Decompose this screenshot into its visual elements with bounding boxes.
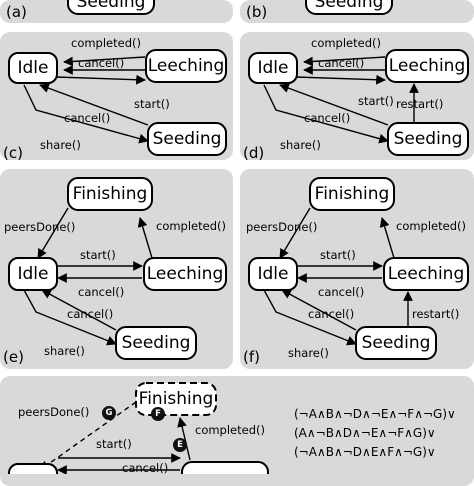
svg-text:restart(): restart()	[412, 307, 459, 321]
panel-label-f: (f)	[243, 348, 260, 366]
svg-text:Leeching: Leeching	[389, 56, 466, 76]
edge-share	[23, 84, 149, 144]
svg-text:F: F	[155, 409, 161, 419]
svg-text:cancel(): cancel()	[122, 461, 168, 474]
svg-text:peersDone(): peersDone()	[246, 220, 317, 234]
svg-text:Finishing: Finishing	[73, 184, 148, 204]
svg-text:share(): share()	[40, 138, 81, 152]
formula-line-3: (¬A∧B∧¬D∧E∧F∧¬G)∨	[294, 445, 436, 459]
svg-text:share(): share()	[280, 138, 321, 152]
svg-text:cancel(): cancel()	[78, 56, 124, 70]
formula-line-1: (¬A∧B∧¬D∧¬E∧¬F∧¬G)∨	[294, 407, 456, 421]
svg-text:cancel(): cancel()	[67, 307, 113, 321]
svg-text:Seeding: Seeding	[315, 0, 384, 12]
svg-text:restart(): restart()	[396, 97, 443, 111]
svg-text:peersDone(): peersDone()	[4, 220, 75, 234]
svg-text:completed(): completed()	[396, 219, 466, 233]
badge-g-icon: G	[102, 406, 116, 420]
svg-text:share(): share()	[44, 344, 85, 358]
state-seeding-a: Seeding	[67, 0, 155, 15]
badge-f-icon: F	[151, 407, 165, 421]
svg-text:Finishing: Finishing	[315, 184, 390, 204]
svg-text:Finishing: Finishing	[139, 389, 214, 409]
diagram-d: completed() cancel() start() restart() c…	[243, 36, 469, 162]
panel-label-b: (b)	[246, 3, 267, 21]
diagram-f: peersDone() completed() start() cancel()…	[243, 177, 469, 366]
svg-text:Idle: Idle	[258, 58, 289, 78]
edge-completed	[63, 56, 146, 67]
svg-text:Leeching: Leeching	[388, 264, 465, 284]
panel-label-e: (e)	[3, 348, 24, 366]
state-diagrams: Seeding (a) Seeding (b) completed() canc…	[3, 0, 469, 474]
svg-text:completed(): completed()	[156, 219, 226, 233]
svg-text:G: G	[106, 408, 113, 418]
edge-cancel-seeding	[39, 83, 149, 126]
panel-label-d: (d)	[243, 144, 264, 162]
state-idle-c: Idle	[8, 52, 58, 84]
formula-line-2: (A∧¬B∧D∧¬E∧¬F∧G)∨	[294, 426, 436, 440]
svg-text:completed(): completed()	[195, 423, 265, 437]
svg-text:start(): start()	[80, 248, 116, 262]
svg-text:Leeching: Leeching	[147, 264, 224, 284]
svg-text:cancel(): cancel()	[64, 111, 110, 125]
svg-text:Seeding: Seeding	[77, 0, 146, 12]
state-seeding-c: Seeding	[147, 122, 227, 156]
edge-start	[55, 74, 146, 85]
svg-text:Seeding: Seeding	[153, 129, 222, 149]
svg-text:start(): start()	[320, 248, 356, 262]
state-leeching-c: Leeching	[145, 49, 227, 83]
badge-e-icon: E	[173, 438, 187, 452]
svg-text:cancel(): cancel()	[78, 285, 124, 299]
svg-text:Seeding: Seeding	[122, 333, 191, 353]
svg-text:cancel(): cancel()	[318, 56, 364, 70]
svg-text:share(): share()	[288, 346, 329, 360]
svg-text:cancel(): cancel()	[304, 111, 350, 125]
svg-text:cancel(): cancel()	[308, 307, 354, 321]
svg-text:peersDone(): peersDone()	[18, 405, 89, 419]
svg-text:Idle: Idle	[258, 264, 289, 284]
state-finishing-g: Finishing	[135, 382, 217, 416]
svg-text:start(): start()	[96, 437, 132, 451]
svg-text:start(): start()	[134, 97, 170, 111]
diagram-c: completed() cancel() start() cancel() sh…	[3, 36, 227, 162]
svg-text:cancel(): cancel()	[318, 285, 364, 299]
svg-text:completed(): completed()	[71, 36, 141, 50]
svg-text:completed(): completed()	[311, 36, 381, 50]
svg-text:E: E	[177, 440, 183, 450]
svg-text:start(): start()	[358, 94, 394, 108]
panel-label-c: (c)	[3, 144, 23, 162]
svg-text:Idle: Idle	[18, 264, 49, 284]
diagram-g: peersDone() completed() start() cancel()…	[8, 382, 456, 474]
diagram-e: peersDone() completed() start() cancel()…	[3, 177, 227, 366]
panel-label-a: (a)	[6, 3, 27, 21]
svg-text:Idle: Idle	[18, 58, 49, 78]
svg-text:Seeding: Seeding	[362, 333, 431, 353]
state-seeding-b: Seeding	[305, 0, 393, 15]
svg-text:Leeching: Leeching	[148, 56, 225, 76]
svg-text:Seeding: Seeding	[394, 129, 463, 149]
